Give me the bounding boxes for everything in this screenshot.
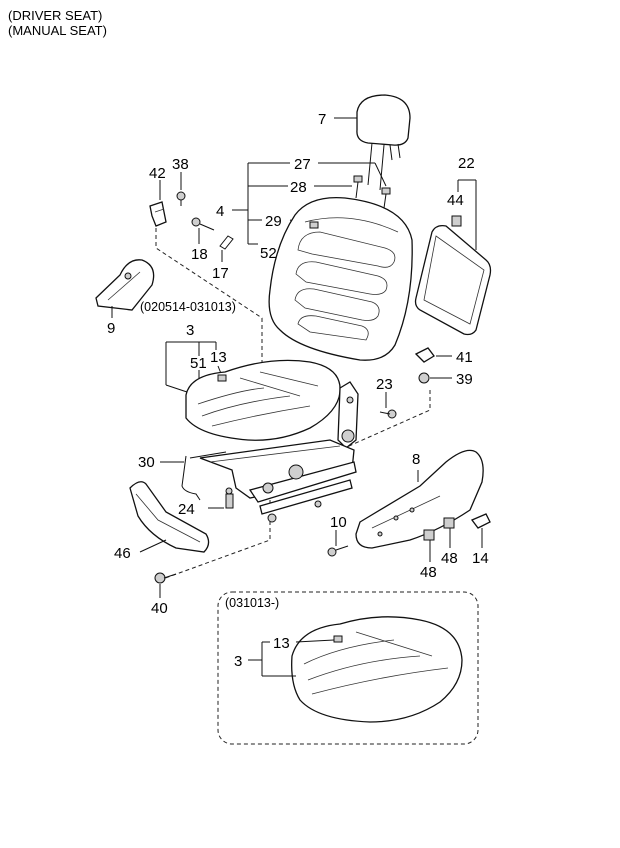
bolt-18 [191,217,215,231]
callout-23: 23 [376,376,393,393]
callout-3-early: 3 [186,322,194,339]
callout-40: 40 [151,600,168,617]
callout-18: 18 [191,246,208,263]
seat-back-board [414,215,492,336]
callout-17: 17 [212,265,229,282]
diagram-title-line-1: (DRIVER SEAT) [8,8,103,23]
callout-24: 24 [178,501,195,518]
callout-30: 30 [138,454,155,471]
callout-7: 7 [318,111,326,128]
date-range-early: (020514-031013) [140,300,236,314]
clip-48-a [423,529,435,541]
date-range-late: (031013-) [225,596,279,610]
side-cover-9 [95,259,155,311]
headrest-part [356,94,411,191]
callout-39: 39 [456,371,473,388]
callout-28: 28 [290,179,307,196]
callout-14: 14 [472,550,489,567]
cap-14 [470,513,491,529]
callout-42: 42 [149,165,166,182]
callout-51: 51 [190,355,207,372]
callout-9: 9 [107,320,115,337]
screw-10 [327,545,349,557]
outer-shield-8 [355,449,484,549]
callout-3-late: 3 [234,653,242,670]
callout-27: 27 [294,156,311,173]
release-bar-30 [181,451,227,501]
front-cover-46 [129,481,210,553]
callout-13-early: 13 [210,349,227,366]
bolt-24 [225,487,234,509]
callout-52: 52 [260,245,277,262]
bolt-23 [379,409,397,419]
screw-38 [176,191,186,206]
callout-22: 22 [458,155,475,172]
bracket-42 [149,201,167,227]
callout-48-b: 48 [441,550,458,567]
seat-cushion-late [291,616,463,723]
seat-frame-track [199,381,359,523]
diagram-title-line-2: (MANUAL SEAT) [8,23,107,38]
nut-39 [418,372,430,384]
callout-48-a: 48 [420,564,437,581]
callout-46: 46 [114,545,131,562]
callout-4: 4 [216,203,224,220]
clip-48-b [443,517,455,529]
cover-41 [414,347,435,363]
callout-29: 29 [265,213,282,230]
callout-13-late: 13 [273,635,290,652]
pin-17 [219,235,234,250]
headrest-guides [353,175,391,209]
seat-back-cushion [268,196,413,361]
callout-44: 44 [447,192,464,209]
callout-8: 8 [412,451,420,468]
seat-cushion-early [185,359,341,441]
callout-10: 10 [330,514,347,531]
late-cushion-box [217,591,479,745]
callout-41: 41 [456,349,473,366]
screw-40 [154,572,177,584]
callout-38: 38 [172,156,189,173]
